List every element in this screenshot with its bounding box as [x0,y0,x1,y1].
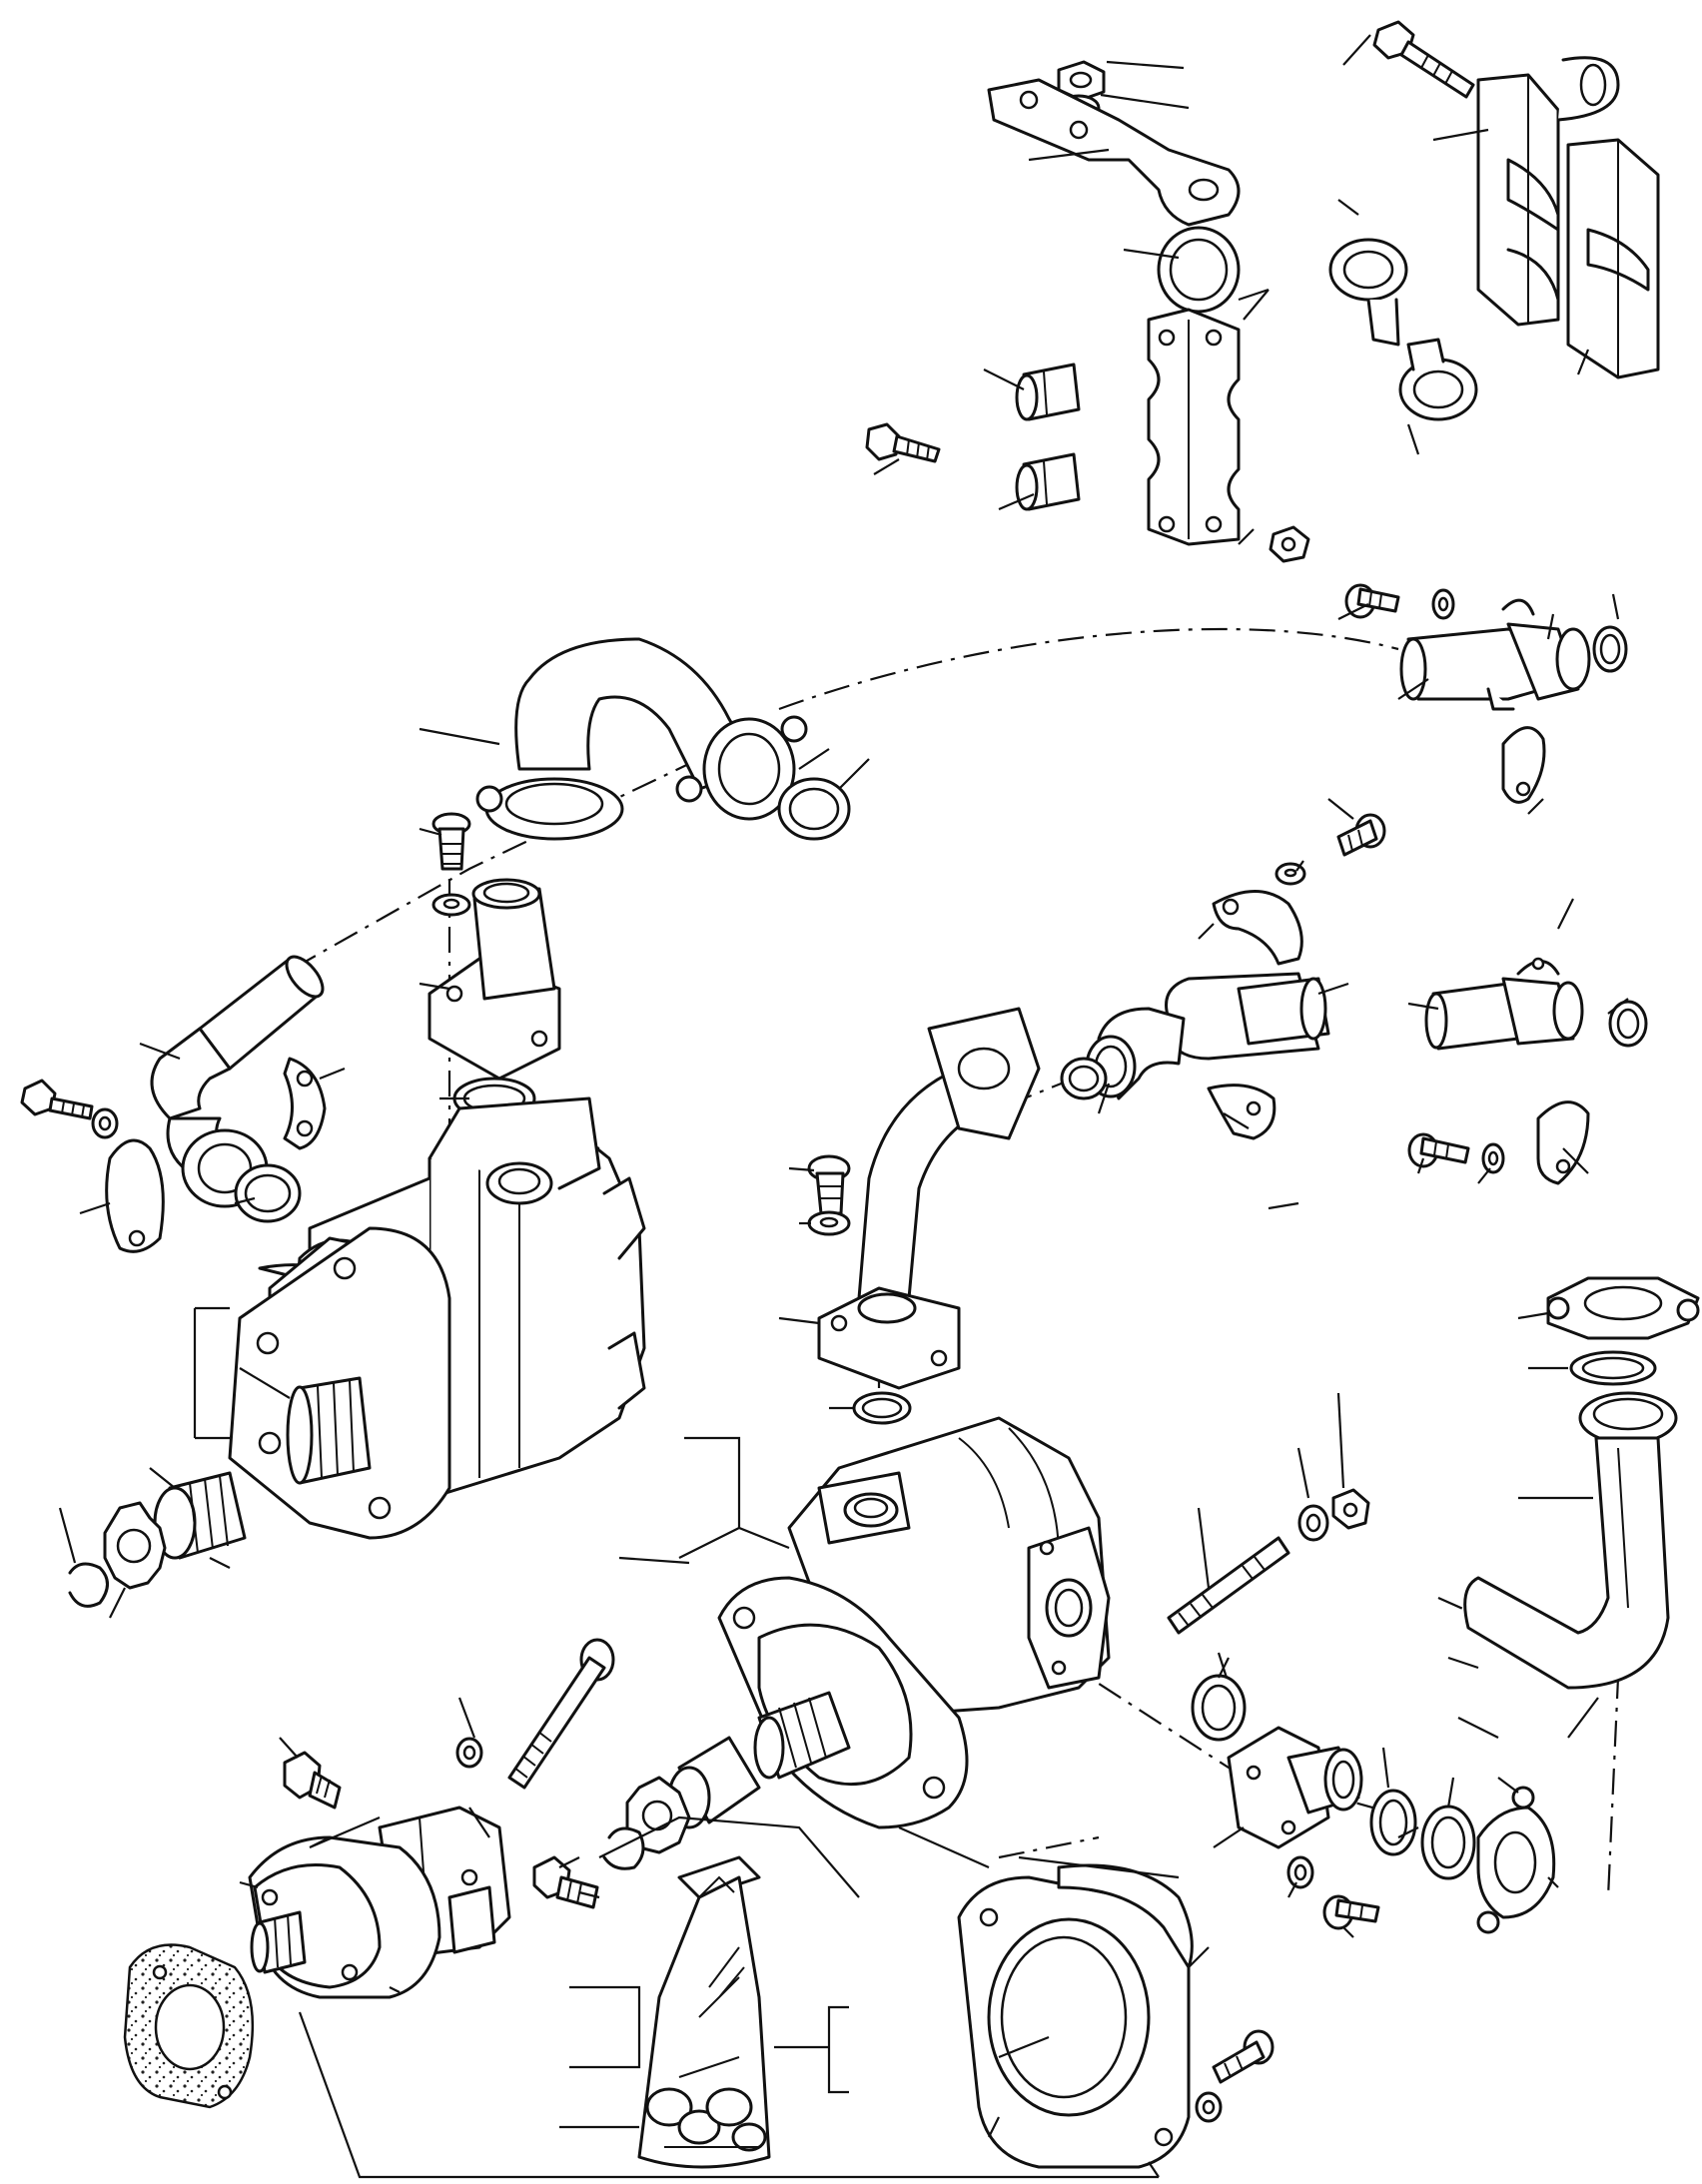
washer-left [93,1109,117,1137]
bolt-long-small-pump [509,1640,613,1788]
washer-small-pump [457,1739,481,1767]
hose-center-right [1087,974,1328,1098]
snap-ring-center [604,1828,643,1868]
main-pump-center [719,1418,1109,1827]
o-ring-right-upper [1594,627,1626,671]
drive-shaft-left [288,1378,370,1483]
bolt-seal-plate [1214,2031,1273,2082]
suction-elbow-upper [477,639,806,839]
flange-tube-upper [429,880,559,1079]
pipe-elbow-center [819,1009,1039,1388]
tube-fitting-right-upper [1401,600,1589,709]
seal-plate-lower [959,1865,1192,2167]
bolt-center [809,1156,849,1213]
clamp-block-front [1568,140,1658,377]
o-ring-upper [1159,228,1239,312]
nut-clamp-bottom [1271,527,1308,561]
bolt-center-right [1338,815,1384,855]
washer-seal-plate [1197,2093,1221,2121]
washer-elbow [433,895,469,915]
small-gear-pump [250,1808,509,1997]
o-ring-elbow [779,779,849,839]
seal-kit-bag [639,1857,769,2167]
hose-clamp-b [1400,340,1476,419]
washer-lower-right [1288,1857,1312,1887]
half-flange-right-upper [1503,728,1544,803]
hose-clamp-a [1330,240,1406,345]
coupling-center [669,1738,759,1827]
o-ring-right-pipe [1571,1352,1655,1384]
bushing-upper [1017,364,1079,419]
o-ring-lower-right [1193,1676,1245,1740]
flange-clamp-lower-right [1478,1788,1554,1932]
return-pipe-right [1465,1393,1676,1688]
o-ring-left [236,1165,300,1221]
nut-top [1059,62,1104,100]
washer-right-middle [1483,1144,1503,1172]
shaft-small-pump [252,1912,305,1972]
bolt-clamp-left [867,424,939,461]
gasket-small-pump [125,1945,253,2108]
bolt-lower-right [1324,1896,1378,1928]
bolt-top-right [1374,22,1473,97]
o-ring-center-right [1062,1059,1106,1098]
nut-stud [1333,1490,1368,1528]
half-flange-left-b [107,1140,164,1251]
bolt-right-middle [1409,1134,1468,1166]
half-flange-left-a [285,1059,325,1148]
bolt-left [22,1081,92,1118]
washer-right-upper [1433,590,1453,618]
fitting-small-pump-upper [285,1753,340,1808]
bracket-plate [989,80,1239,225]
leader-lines [60,35,1628,2177]
hose-left [152,951,330,1206]
stud-bolt-center [1169,1538,1288,1633]
bolt-right-upper [1346,585,1398,617]
spline-gear-left [105,1503,165,1588]
o-ring-outlet-b [1422,1807,1474,1878]
half-flange-center-b [1209,1086,1275,1138]
tube-fitting-right-middle [1426,959,1582,1049]
half-flange-right-middle [1538,1102,1588,1183]
flange-outlet-lower-right [1229,1728,1361,1847]
drive-shaft-center [755,1693,849,1778]
half-flange-center-a [1214,892,1301,965]
o-ring-right-middle [1610,1002,1646,1046]
bushing-lower [1017,454,1079,509]
flange-clamp-right [1548,1278,1698,1338]
snap-ring-left [70,1564,108,1606]
clamp-block-rear [1478,75,1558,325]
washer-stud [1299,1506,1327,1540]
bolt-elbow [433,814,469,869]
ring-clip-top [1558,58,1618,120]
o-ring-outlet-a [1371,1791,1415,1854]
split-clamp-vertical [1149,310,1239,544]
washer-center [809,1212,849,1234]
o-ring-center-port [854,1393,910,1423]
coupling-left [155,1473,245,1558]
